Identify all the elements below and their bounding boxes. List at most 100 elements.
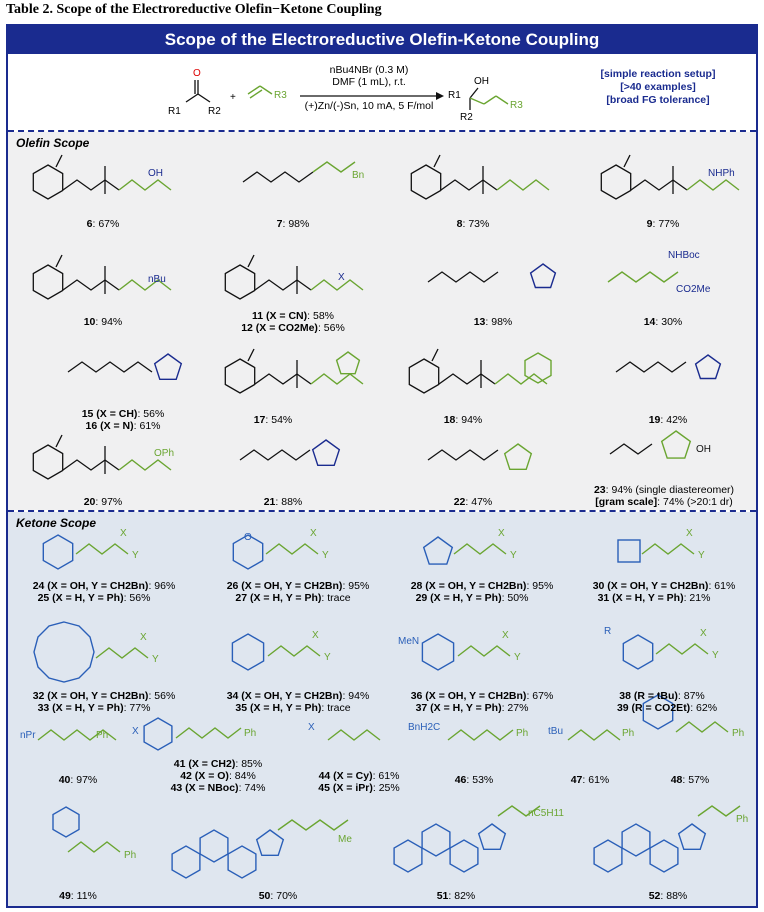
olefin-reactant: R3 xyxy=(247,85,287,101)
caption-33: 33 (X = H, Y = Ph): 77% xyxy=(37,702,151,714)
caption-49: 49: 11% xyxy=(59,890,97,902)
caption-26: 26 (X = OH, Y = CH2Bn): 95% xyxy=(226,580,370,592)
struct-48-chain xyxy=(675,721,729,733)
caption-17: 17: 54% xyxy=(253,414,293,426)
caption-21: 21: 88% xyxy=(263,496,303,508)
caption-6: 6: 67% xyxy=(86,218,120,230)
struct-41-chain xyxy=(175,727,242,739)
svg-text:OH: OH xyxy=(696,444,711,455)
struct-13-ring xyxy=(529,263,557,289)
struct-51-D xyxy=(477,823,507,850)
svg-text:Y: Y xyxy=(322,550,329,561)
svg-text:CO2Me: CO2Me xyxy=(676,284,711,295)
struct-34-cage xyxy=(231,633,265,671)
svg-text:Y: Y xyxy=(324,652,331,663)
struct-6-chain xyxy=(62,179,120,191)
caption-15: 15 (X = CH): 56% xyxy=(81,408,165,420)
caption-30: 30 (X = OH, Y = CH2Bn): 61% xyxy=(592,580,736,592)
svg-text:NHBoc: NHBoc xyxy=(668,250,700,261)
struct-51-chain xyxy=(497,805,541,817)
general-reaction: O R1 R2 + R3 OH R2 R1 R3 xyxy=(8,54,756,130)
svg-text:Y: Y xyxy=(712,650,719,661)
svg-text:R1: R1 xyxy=(168,106,181,117)
struct-47-chain xyxy=(567,729,621,741)
svg-text:X: X xyxy=(132,726,139,737)
caption-16: 16 (X = N): 61% xyxy=(85,420,161,432)
struct-14-chain xyxy=(607,271,679,283)
caption-7: 7: 98% xyxy=(276,218,310,230)
struct-50-chain xyxy=(277,819,349,831)
svg-text:X: X xyxy=(498,528,505,539)
svg-text:Ph: Ph xyxy=(516,728,528,739)
struct-19-chain xyxy=(615,361,687,373)
struct-32-tail xyxy=(95,647,149,659)
struct-40-chain xyxy=(37,729,117,741)
svg-text:Ph: Ph xyxy=(732,728,744,739)
caption-37: 37 (X = H, Y = Ph): 27% xyxy=(415,702,529,714)
caption-34: 34 (X = OH, Y = CH2Bn): 94% xyxy=(226,690,370,702)
svg-text:NHPh: NHPh xyxy=(708,168,735,179)
caption-31: 31 (X = H, Y = Ph): 21% xyxy=(597,592,711,604)
svg-text:X: X xyxy=(686,528,693,539)
struct-10-tail xyxy=(118,279,172,291)
caption-8: 8: 73% xyxy=(456,218,490,230)
caption-23: 23: 94% (single diastereomer) xyxy=(593,484,735,496)
svg-text:R2: R2 xyxy=(460,112,473,123)
struct-50-A xyxy=(171,845,201,879)
scheme-title: Scope of the Electroreductive Olefin-Ket… xyxy=(8,26,756,54)
feature-2: [>40 examples] xyxy=(620,81,696,93)
divider-olefin xyxy=(8,130,756,132)
struct-49-chain xyxy=(67,841,121,853)
struct-51-B xyxy=(421,823,451,857)
caption-20: 20: 97% xyxy=(83,496,123,508)
condition-electrodes: (+)Zn/(-)Sn, 10 mA, 5 F/mol xyxy=(304,100,434,112)
caption-42: 42 (X = O): 84% xyxy=(180,770,256,782)
struct-9-tail xyxy=(686,179,740,191)
struct-44-chain xyxy=(327,729,381,741)
struct-34-tail xyxy=(267,645,321,657)
svg-text:nC5H11: nC5H11 xyxy=(528,808,564,819)
struct-15-ring xyxy=(153,353,183,381)
caption-39: 39 (R = CO2Et): 62% xyxy=(616,702,718,714)
caption-18: 18: 94% xyxy=(443,414,483,426)
svg-text:R: R xyxy=(604,626,611,637)
struct-7-tail xyxy=(312,161,356,173)
struct-20-tail xyxy=(118,459,172,471)
struct-18-chain xyxy=(438,373,496,385)
struct-28-ring xyxy=(422,536,454,565)
caption-32: 32 (X = OH, Y = CH2Bn): 56% xyxy=(32,690,176,702)
struct-24-tail xyxy=(75,543,129,555)
struct-23-ring xyxy=(660,430,692,459)
caption-48: 48: 57% xyxy=(670,774,710,786)
caption-22: 22: 47% xyxy=(453,496,493,508)
caption-45: 45 (X = iPr): 25% xyxy=(318,782,400,794)
svg-text:Ph: Ph xyxy=(622,728,634,739)
struct-10-chain xyxy=(62,279,120,291)
caption-gram-scale: [gram scale]: 74% (>20:1 dr) xyxy=(595,496,733,508)
olefin-scope-title: Olefin Scope xyxy=(16,136,90,150)
struct-23-chain xyxy=(609,443,653,455)
struct-17-ring xyxy=(224,358,256,394)
struct-18-indole xyxy=(524,352,552,384)
caption-43: 43 (X = NBoc): 74% xyxy=(170,782,266,794)
product: OH R2 R1 R3 xyxy=(448,76,523,123)
struct-22-ring xyxy=(503,443,533,470)
struct-41-ring xyxy=(143,717,173,751)
svg-text:R1: R1 xyxy=(448,90,461,101)
svg-text:X: X xyxy=(700,628,707,639)
struct-52-A xyxy=(593,839,623,873)
caption-51: 51: 82% xyxy=(436,890,476,902)
struct-52-chain xyxy=(697,805,741,817)
struct-15-chain xyxy=(67,361,153,373)
svg-text:X: X xyxy=(140,632,147,643)
struct-6-tail xyxy=(118,179,172,191)
struct-46-chain xyxy=(447,729,514,741)
struct-52-B xyxy=(621,823,651,857)
condition-electrolyte: nBu4NBr (0.3 M) xyxy=(329,64,409,76)
svg-text:Y: Y xyxy=(514,652,521,663)
struct-18-tail xyxy=(494,373,548,385)
struct-52-C xyxy=(649,839,679,873)
svg-text:Ph: Ph xyxy=(244,728,256,739)
